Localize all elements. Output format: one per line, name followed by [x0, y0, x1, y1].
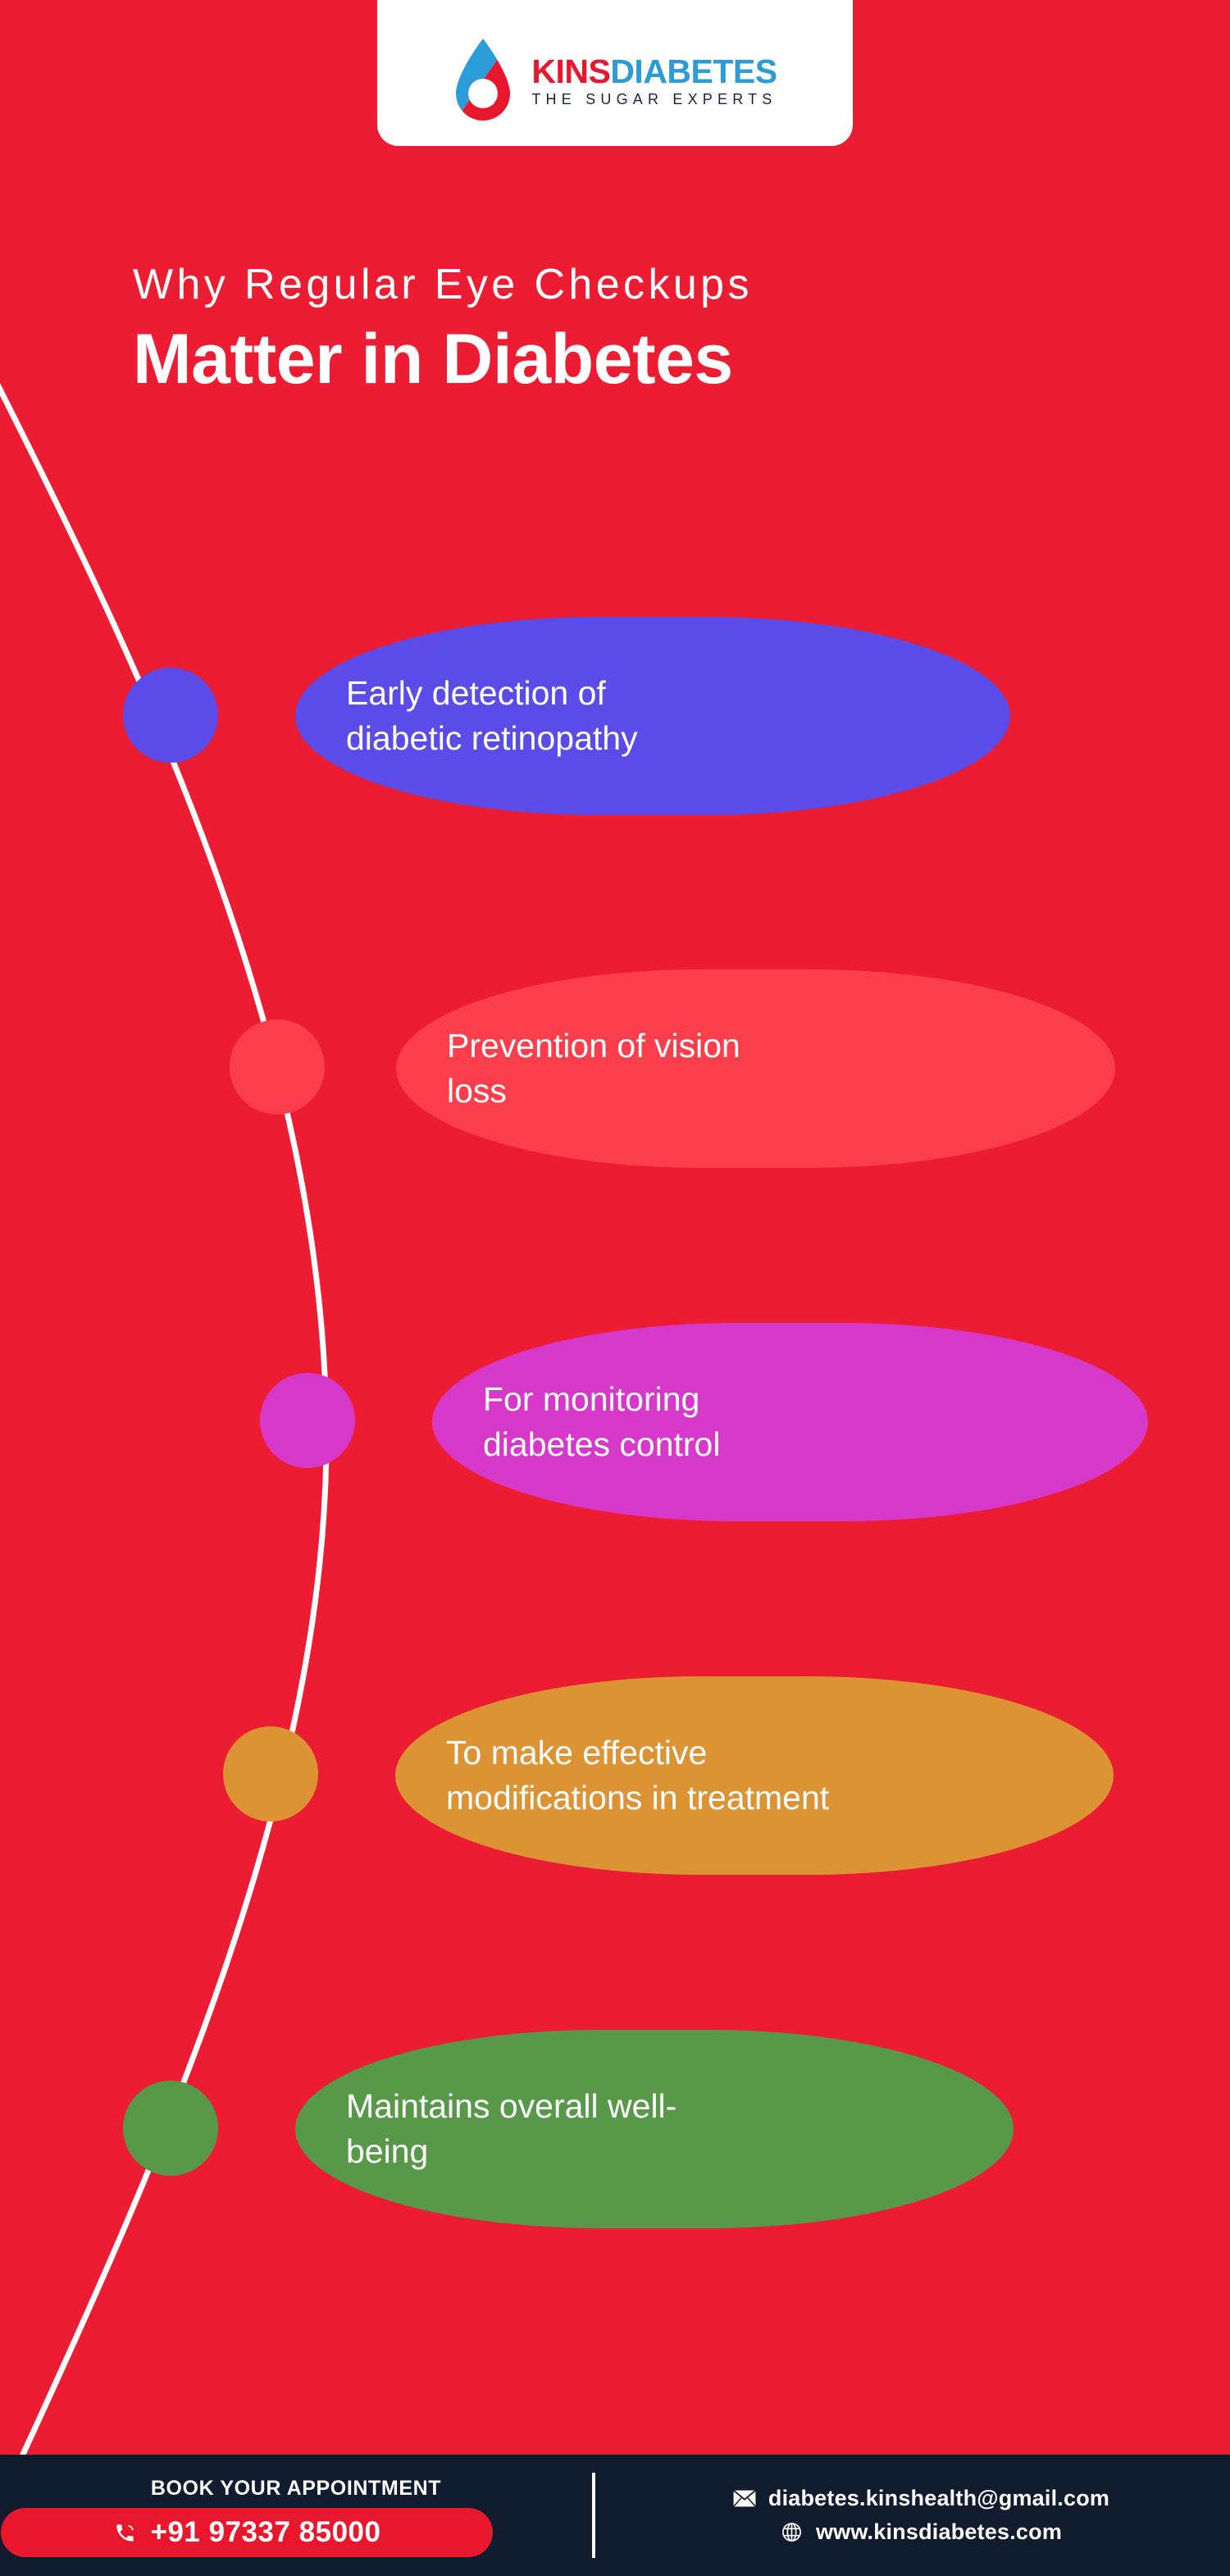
point-4-line-1: To make effective: [446, 1734, 708, 1772]
page-title: Matter in Diabetes: [133, 319, 733, 399]
point-3-line-2: diabetes control: [483, 1425, 721, 1463]
logo-wordmark: KINSDIABETES: [531, 52, 777, 90]
footer-divider: [592, 2473, 595, 2558]
point-5-line-2: being: [346, 2132, 429, 2170]
envelope-icon: [732, 2487, 757, 2511]
point-1-line-1: Early detection of: [346, 674, 606, 713]
footer-bar: BOOK YOUR APPOINTMENT +91 97337 85000: [0, 2455, 1230, 2576]
logo-word-diabetes: DIABETES: [610, 52, 777, 90]
globe-icon: [780, 2520, 804, 2545]
footer-contact-block: diabetes.kinshealth@gmail.com www.kinsdi…: [595, 2455, 1230, 2576]
book-appointment-label: BOOK YOUR APPOINTMENT: [150, 2477, 442, 2500]
timeline-dot-5: [123, 2081, 218, 2176]
point-4-line-2: modifications in treatment: [446, 1779, 830, 1817]
point-pill-3[interactable]: For monitoring diabetes control: [432, 1323, 1148, 1521]
logo-word-kins: KINS: [531, 52, 611, 90]
point-pill-4[interactable]: To make effective modifications in treat…: [395, 1676, 1114, 1875]
point-2-line-2: loss: [447, 1072, 507, 1110]
timeline-dot-4: [223, 1726, 318, 1821]
logo-card: KINSDIABETES THE SUGAR EXPERTS: [377, 0, 853, 146]
point-pill-2[interactable]: Prevention of vision loss: [396, 969, 1115, 1168]
timeline-dot-1: [123, 668, 218, 763]
phone-number: +91 97337 85000: [150, 2516, 381, 2548]
point-1-line-2: diabetic retinopathy: [346, 719, 638, 757]
point-pill-5[interactable]: Maintains overall well- being: [295, 2030, 1014, 2228]
email-row[interactable]: diabetes.kinshealth@gmail.com: [732, 2486, 1109, 2511]
website-url: www.kinsdiabetes.com: [815, 2519, 1063, 2544]
point-pill-1[interactable]: Early detection of diabetic retinopathy: [295, 617, 1010, 815]
point-3-line-1: For monitoring: [483, 1380, 700, 1419]
headline-block: Why Regular Eye Checkups Matter in Diabe…: [133, 261, 1166, 398]
email-address: diabetes.kinshealth@gmail.com: [768, 2486, 1110, 2510]
timeline-dot-2: [230, 1019, 325, 1115]
blood-drop-icon: [453, 36, 514, 125]
point-5-line-1: Maintains overall well-: [346, 2087, 677, 2126]
point-2-line-1: Prevention of vision: [447, 1027, 740, 1065]
phone-icon: [113, 2520, 138, 2545]
timeline-dot-3: [260, 1373, 355, 1468]
headline-kicker: Why Regular Eye Checkups: [133, 261, 753, 308]
footer-appointment-block: BOOK YOUR APPOINTMENT +91 97337 85000: [0, 2455, 592, 2576]
logo-tagline: THE SUGAR EXPERTS: [531, 90, 777, 107]
phone-button[interactable]: +91 97337 85000: [1, 2508, 493, 2557]
website-row[interactable]: www.kinsdiabetes.com: [780, 2519, 1062, 2545]
